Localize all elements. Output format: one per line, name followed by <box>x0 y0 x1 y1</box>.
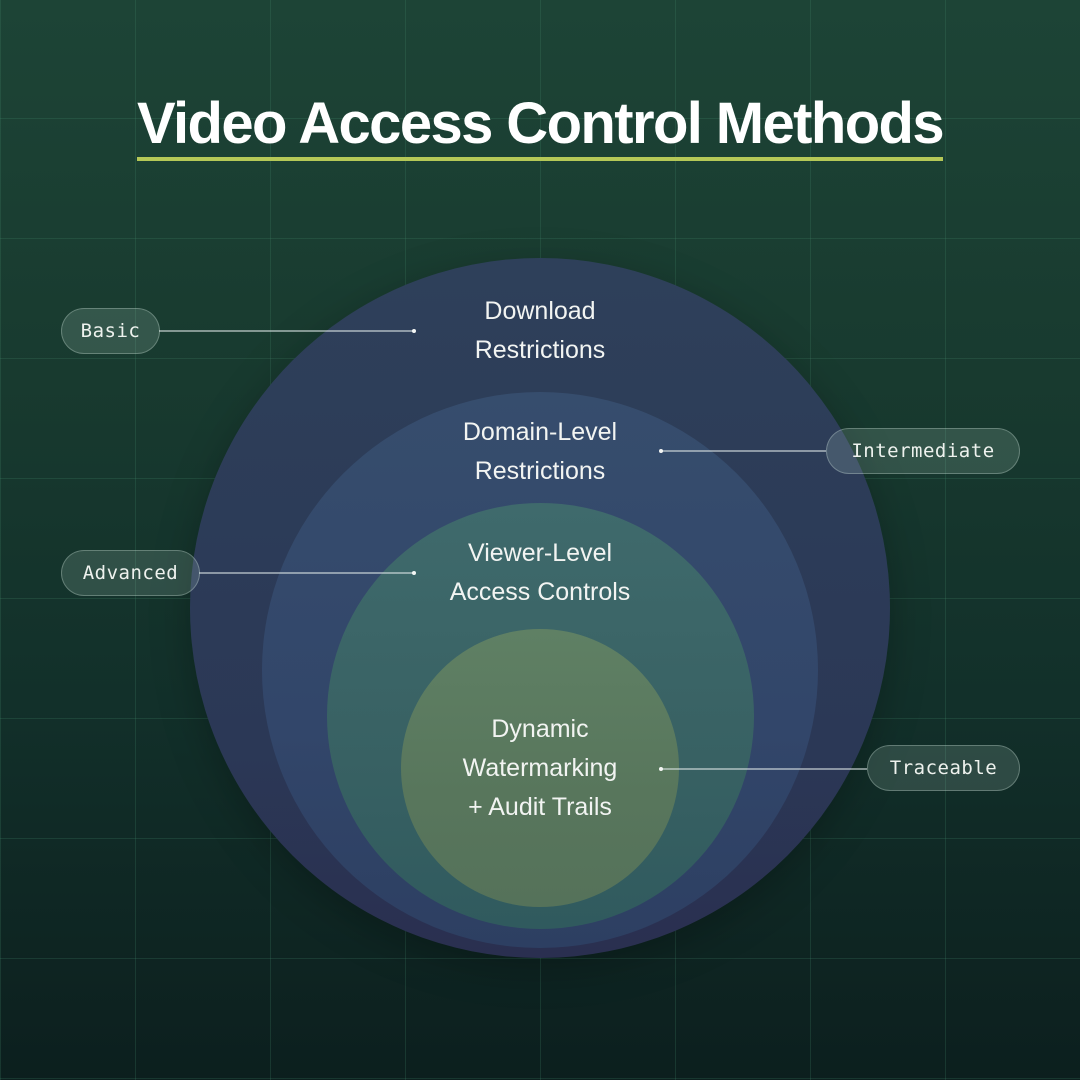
leader-dot-basic <box>412 329 416 333</box>
layer-traceable-label: Dynamic Watermarking + Audit Trails <box>0 710 1080 827</box>
layer-intermediate-line-2: Restrictions <box>474 457 606 485</box>
leader-line-traceable <box>661 768 867 770</box>
layer-basic-label: Download Restrictions <box>0 292 1080 370</box>
layer-traceable-line-3: + Audit Trails <box>468 793 612 821</box>
leader-dot-intermediate <box>659 449 663 453</box>
circle-traceable <box>401 629 679 907</box>
leader-line-basic <box>159 330 414 332</box>
title-block: Video Access Control Methods <box>137 91 945 164</box>
layer-advanced-label: Viewer-Level Access Controls <box>0 534 1080 612</box>
leader-line-intermediate <box>661 450 826 452</box>
title-underline <box>137 157 943 161</box>
page-title: Video Access Control Methods <box>137 91 945 156</box>
layer-traceable-line-1: Dynamic <box>491 715 589 743</box>
layer-advanced-line-1: Viewer-Level <box>467 539 613 567</box>
layer-advanced-line-2: Access Controls <box>449 578 631 606</box>
layer-basic-line-2: Restrictions <box>474 336 606 364</box>
leader-dot-advanced <box>412 571 416 575</box>
layer-basic-line-1: Download <box>484 297 596 325</box>
level-pill-basic: Basic <box>61 308 160 354</box>
level-pill-intermediate: Intermediate <box>826 428 1020 474</box>
layer-traceable-line-2: Watermarking <box>462 754 618 782</box>
level-pill-traceable: Traceable <box>867 745 1020 791</box>
layer-intermediate-label: Domain-Level Restrictions <box>0 413 1080 491</box>
layer-intermediate-line-1: Domain-Level <box>462 418 618 446</box>
leader-line-advanced <box>199 572 414 574</box>
leader-dot-traceable <box>659 767 663 771</box>
level-pill-advanced: Advanced <box>61 550 200 596</box>
